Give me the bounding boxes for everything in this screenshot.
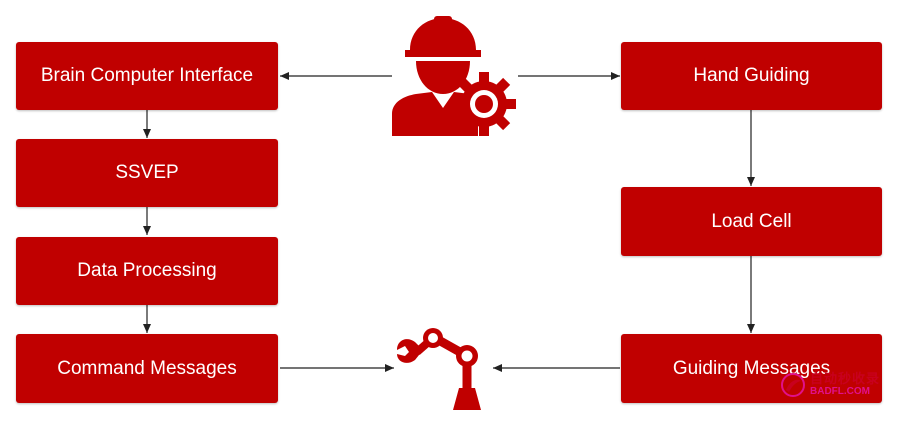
- box-label: SSVEP: [115, 162, 179, 183]
- box-label: Hand Guiding: [693, 65, 810, 86]
- watermark-domain: BADFL.COM: [810, 385, 870, 397]
- watermark-logo-icon: [781, 373, 805, 397]
- box-ssvep: SSVEP: [16, 139, 278, 207]
- box-label: Load Cell: [711, 210, 792, 232]
- worker-with-gear-icon: [392, 16, 516, 136]
- box-brain-computer-interface: Brain Computer Interface: [16, 42, 278, 110]
- box-label: Data Processing: [77, 260, 217, 281]
- gear-icon: [452, 72, 516, 136]
- box-label: Command Messages: [57, 357, 237, 379]
- box-hand-guiding: Hand Guiding: [621, 42, 882, 110]
- box-label: Brain Computer Interface: [40, 65, 254, 86]
- box-data-processing: Data Processing: [16, 237, 278, 305]
- robot-arm-icon: [397, 328, 481, 410]
- box-command-messages: Command Messages: [16, 334, 278, 403]
- watermark-text: 自动秒收录: [810, 371, 881, 387]
- box-load-cell: Load Cell: [621, 187, 882, 256]
- watermark: 自动秒收录 BADFL.COM: [780, 364, 890, 406]
